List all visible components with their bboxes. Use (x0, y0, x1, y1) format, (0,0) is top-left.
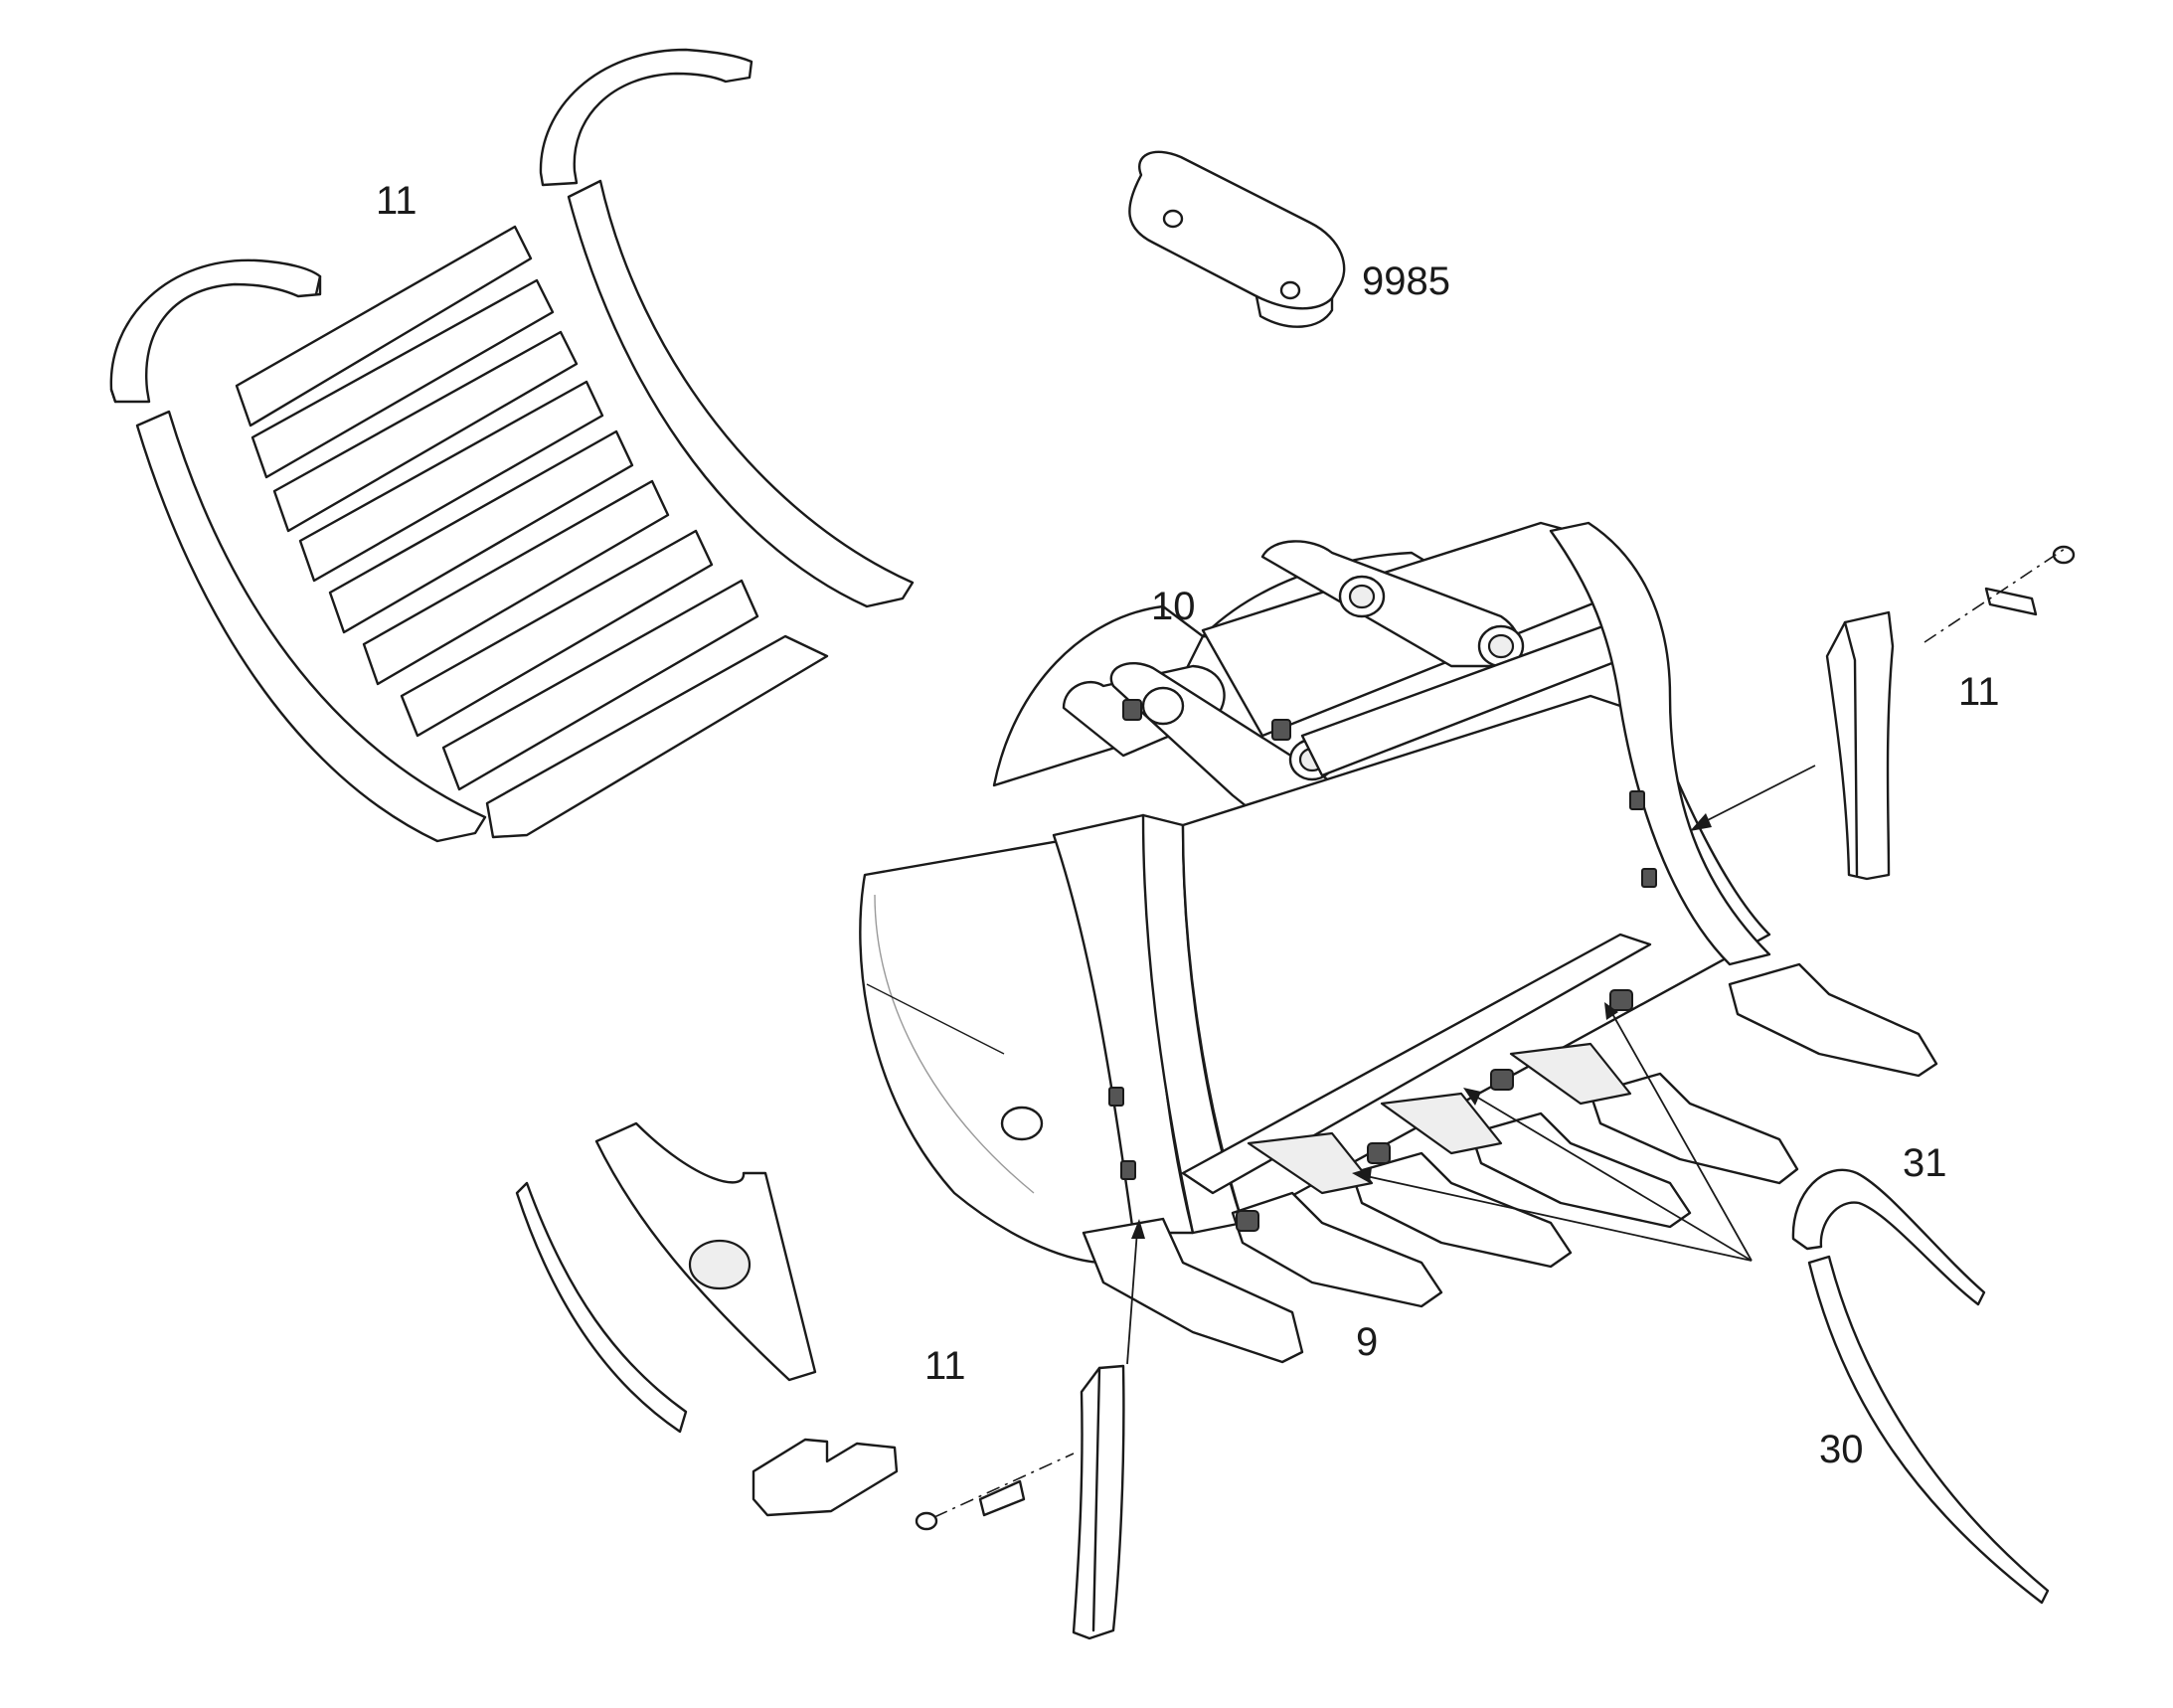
leader-arrows (1126, 765, 1816, 1365)
lip-strip (1807, 1255, 2050, 1605)
callout-teeth: 9 (1356, 1320, 1379, 1364)
lug-plate (1128, 150, 1346, 328)
bucket-teeth (1082, 962, 1938, 1364)
straight-strips (235, 225, 829, 839)
callout-bucket: 10 (1151, 585, 1196, 628)
side-cutter-left (915, 1364, 1125, 1640)
curved-strip-left (135, 410, 487, 843)
callout-lip-shroud: 31 (1903, 1141, 1947, 1185)
callout-lug-plate: 9985 (1362, 259, 1450, 303)
callout-side-cutter-left: 11 (924, 1344, 966, 1388)
curved-strip-right (567, 179, 915, 608)
adapter-parts (515, 1121, 899, 1517)
callout-lip-strip: 30 (1819, 1428, 1864, 1471)
wedge-block (752, 1438, 899, 1517)
callout-side-cutter-right: 11 (1958, 670, 2000, 714)
side-cutter-right (1825, 545, 2076, 881)
bucket-assembly (859, 521, 1938, 1364)
lip-shroud (1791, 1168, 1986, 1306)
lip-protection (1791, 1168, 2050, 1605)
curved-strip-top-left (109, 258, 322, 404)
callout-wear-strips: 11 (376, 179, 418, 223)
bucket-side-plate-right (1549, 521, 1771, 966)
wear-strip-set (109, 48, 915, 843)
curved-strip-top-right (539, 48, 753, 187)
